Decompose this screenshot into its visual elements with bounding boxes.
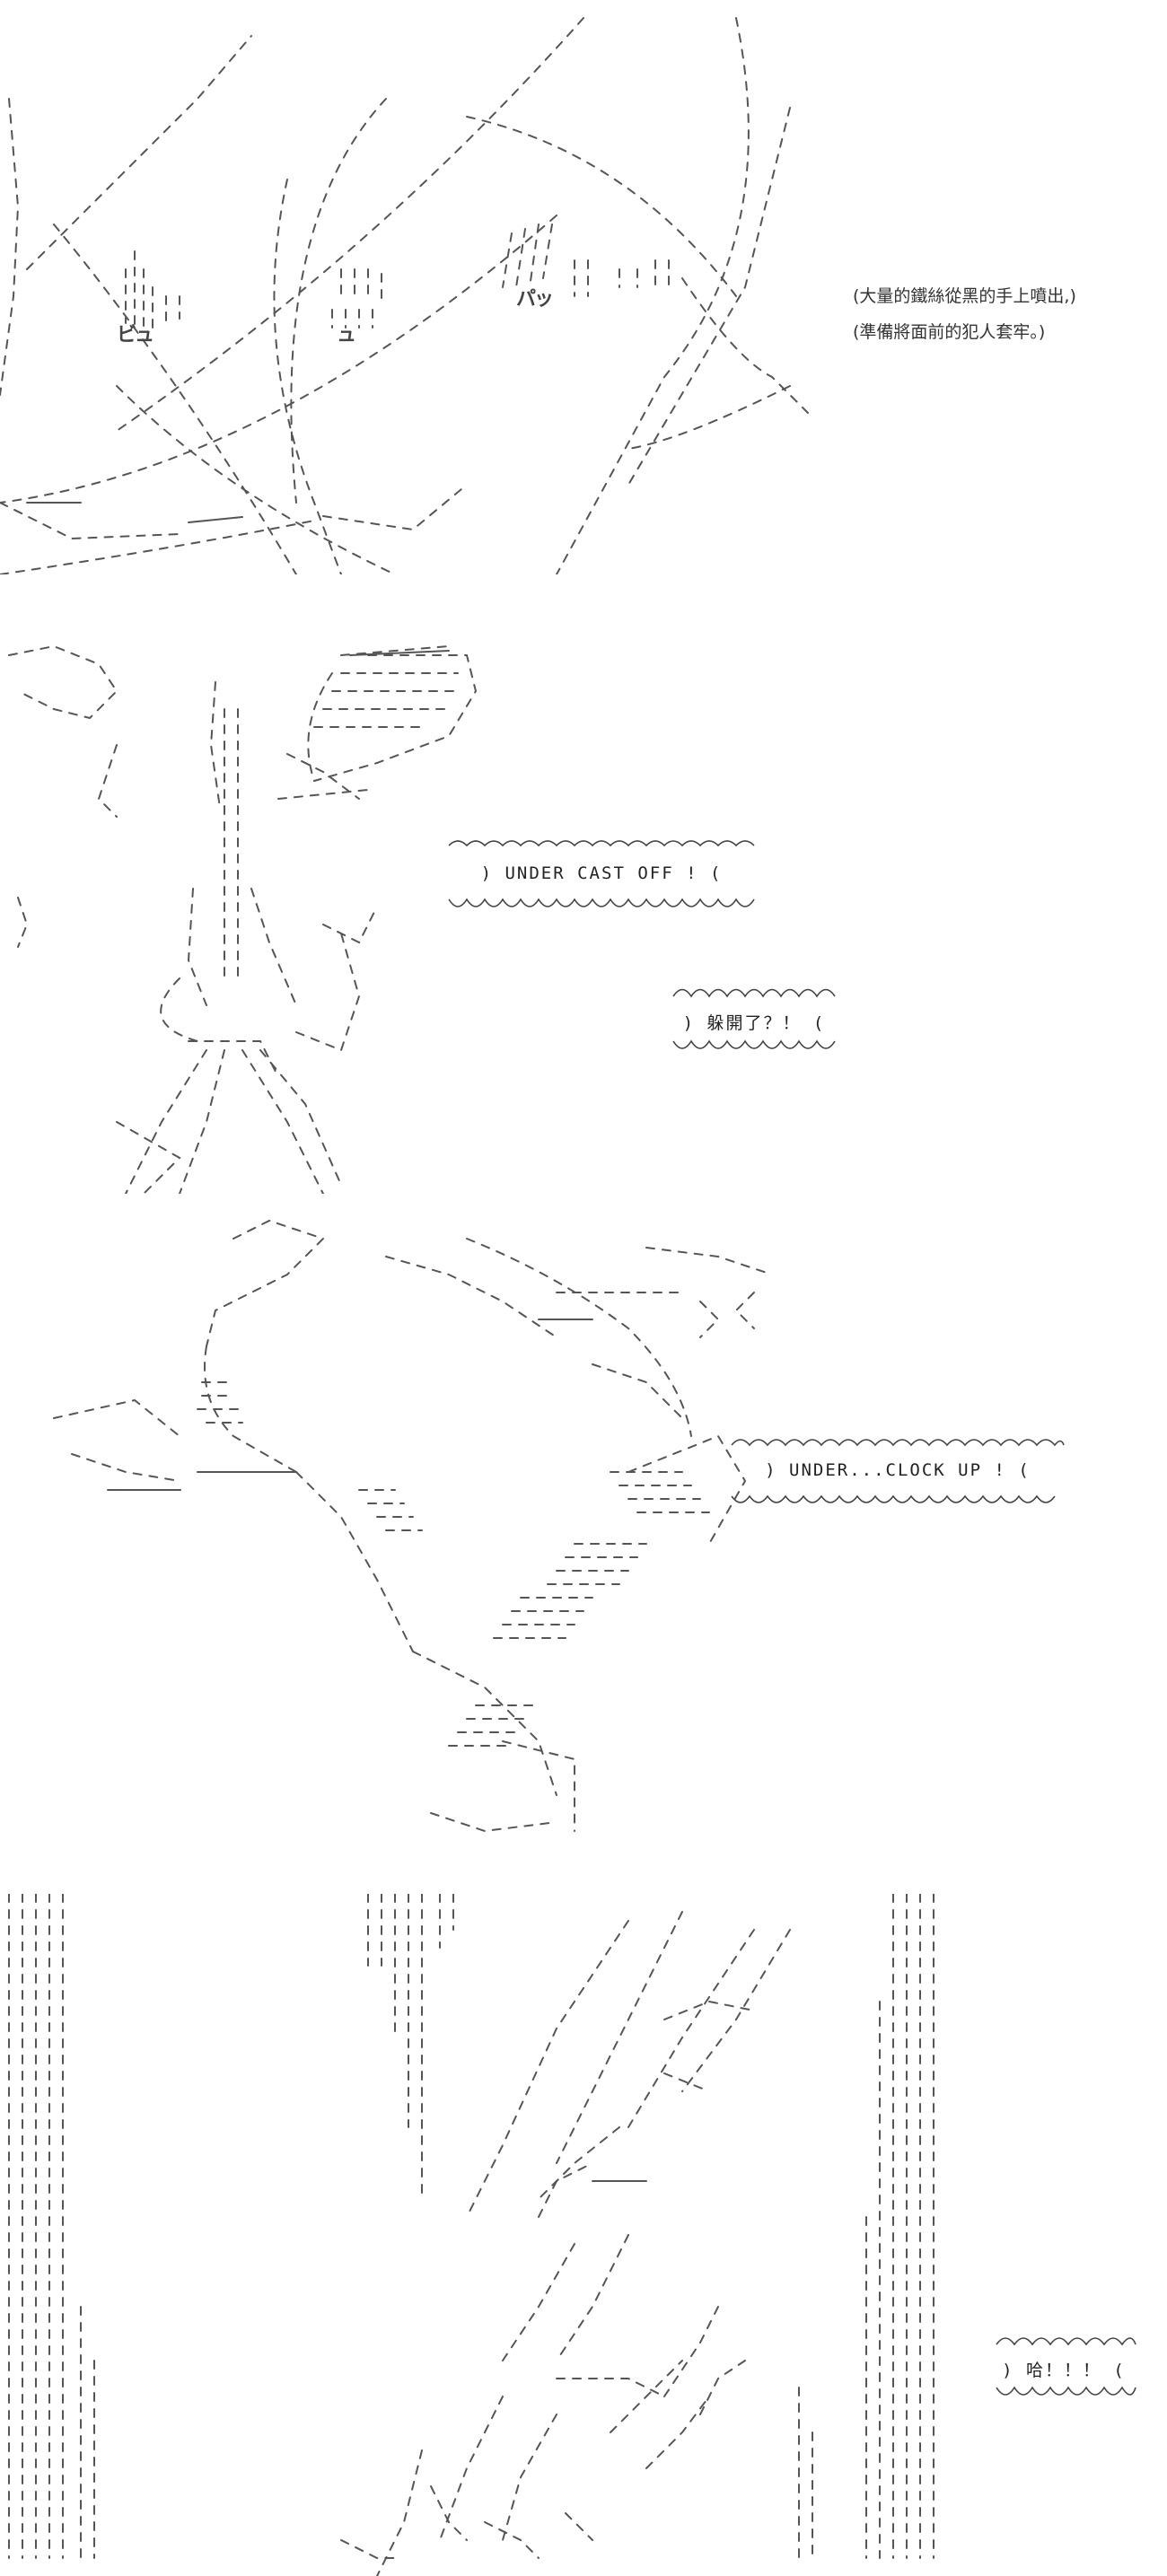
speech-bubble-dodged: ) 躲開了？！ ( [664,978,844,1059]
panel-clock-up: ) UNDER...CLOCK UP ! ( [0,1203,1167,1849]
speech-bubble-cast-off: ) UNDER CAST OFF ! ( [444,835,759,916]
bubble-text-cast-off: ) UNDER CAST OFF ! ( [480,863,723,883]
wire-burst-art: ビュ ュ パッ [0,17,809,574]
bubble-text-ha: ) 哈！！！ ( [1002,2361,1126,2380]
sfx-yu: ュ [337,324,355,346]
speech-bubble-clock-up: ) UNDER...CLOCK UP ! ( [727,1432,1068,1512]
narration-line-2: (準備將面前的犯人套牢。) [853,322,1046,342]
speech-bubble-ha: ) 哈！！！ ( [983,2325,1145,2405]
bubble-text-dodged: ) 躲開了？！ ( [682,1013,826,1033]
clock-up-art [53,1219,773,1833]
panel-strike: ) 哈！！！ ( [0,1894,1167,2576]
panel-wire-burst: ビュ ュ パッ (大量的鐵絲從黑的手上噴出,) (準備將面前的犯人套牢。) [0,0,1167,574]
strike-art [8,1894,934,2576]
sfx-pa: パッ [516,288,552,311]
bubble-text-clock-up: ) UNDER...CLOCK UP ! ( [765,1460,1031,1480]
sfx-byu: ビュ [117,324,153,346]
panel-cast-off: ) UNDER CAST OFF ! ( ) 躲開了？！ ( [0,619,1167,1194]
narration-line-1: (大量的鐵絲從黑的手上噴出,) [853,286,1076,306]
cast-off-art [8,644,478,1194]
